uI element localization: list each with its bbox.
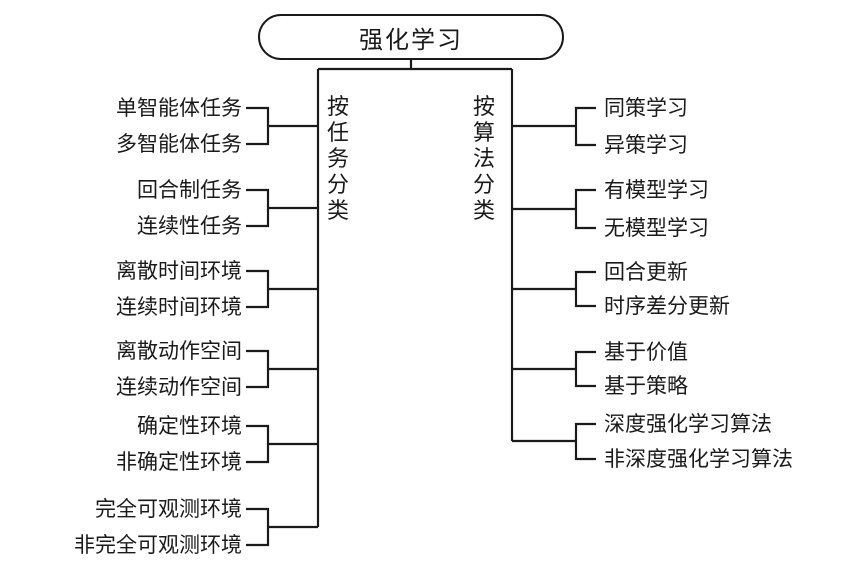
leaf-task: 连续性任务: [137, 214, 242, 238]
task-branch-label: 按任务分类: [326, 95, 349, 224]
root-node: 强化学习: [258, 14, 564, 60]
leaf-task: 回合制任务: [137, 178, 242, 202]
leaf-task: 非完全可观测环境: [74, 533, 242, 557]
algorithm-branch-label: 按算法分类: [472, 95, 495, 224]
leaf-algorithm: 基于价值: [604, 340, 688, 364]
leaf-task: 多智能体任务: [116, 132, 242, 156]
leaf-algorithm: 回合更新: [604, 260, 688, 284]
leaf-task: 连续时间环境: [116, 295, 242, 319]
leaf-task: 非确定性环境: [116, 450, 242, 474]
leaf-task: 单智能体任务: [116, 96, 242, 120]
leaf-algorithm: 同策学习: [604, 96, 688, 120]
leaf-task: 连续动作空间: [116, 375, 242, 399]
leaf-task: 离散动作空间: [116, 339, 242, 363]
leaf-algorithm: 异策学习: [604, 133, 688, 157]
leaf-algorithm: 非深度强化学习算法: [604, 447, 793, 471]
leaf-task: 确定性环境: [137, 414, 242, 438]
leaf-task: 完全可观测环境: [95, 497, 242, 521]
leaf-algorithm: 有模型学习: [604, 178, 709, 202]
leaf-algorithm: 基于策略: [604, 374, 688, 398]
leaf-algorithm: 无模型学习: [604, 216, 709, 240]
leaf-task: 离散时间环境: [116, 259, 242, 283]
leaf-algorithm: 时序差分更新: [604, 294, 730, 318]
leaf-algorithm: 深度强化学习算法: [604, 412, 772, 436]
